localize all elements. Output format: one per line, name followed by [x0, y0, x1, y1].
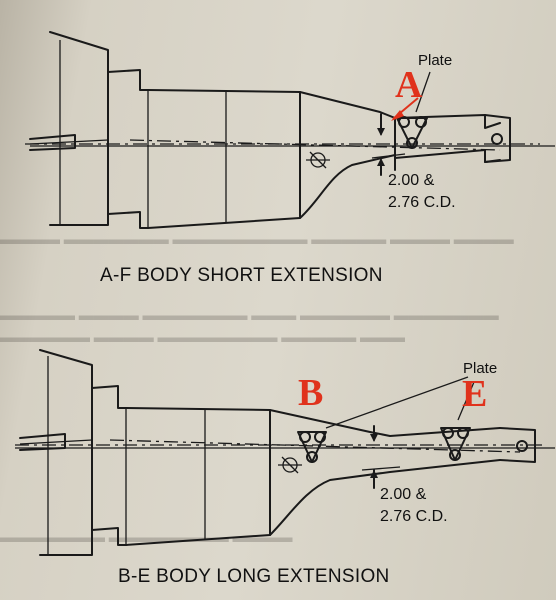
mount-plate-triangle-b — [297, 431, 327, 463]
bellhousing-outline-long — [39, 349, 93, 556]
main-case-outline-long — [91, 385, 271, 546]
plate-leader-line — [415, 71, 431, 113]
output-yoke — [394, 114, 501, 129]
output-yoke-long — [499, 427, 536, 463]
bellhousing-outline — [49, 31, 109, 226]
dimension-line2-bottom: 2.76 C.D. — [380, 508, 448, 525]
red-arrow-a — [391, 110, 404, 121]
u-joint-icon — [516, 440, 528, 452]
caption-top: A-F BODY SHORT EXTENSION — [100, 265, 383, 286]
marker-letter-e: E — [462, 373, 488, 415]
u-joint-icon — [491, 133, 503, 145]
plate-leader-line — [457, 381, 475, 421]
faint-background-text: ▬▬▬▬ ▬▬▬▬▬▬▬ ▬▬▬▬▬▬▬▬▬ ▬▬▬▬▬ ▬▬▬▬ ▬▬▬▬ — [0, 232, 514, 248]
dimension-line1-bottom: 2.00 & — [380, 486, 427, 503]
main-case-outline — [107, 69, 301, 229]
extension-housing-top-long — [269, 409, 501, 437]
dimension-line1-top: 2.00 & — [388, 172, 435, 189]
extension-housing-bottom — [299, 154, 396, 219]
mount-plate-triangle — [396, 117, 428, 149]
faint-background-text: ▬▬▬▬▬▬▬ ▬▬▬▬▬▬▬▬ ▬▬▬▬ — [0, 530, 293, 546]
plate-label-bottom: Plate — [463, 360, 498, 377]
extension-housing-bottom-long — [269, 459, 501, 536]
plate-label-top: Plate — [418, 52, 453, 69]
marker-letter-a: A — [395, 64, 423, 106]
caption-bottom: B-E BODY LONG EXTENSION — [118, 566, 390, 587]
plate-leader-line — [325, 376, 469, 429]
faint-background-text: ▬▬▬▬▬▬ ▬▬▬▬ ▬▬▬▬▬▬▬▬ ▬▬▬▬▬ ▬▬▬ — [0, 330, 405, 346]
mount-plate-triangle-e — [440, 427, 471, 461]
dimension-line2-top: 2.76 C.D. — [388, 194, 456, 211]
marker-letter-b: B — [298, 372, 324, 414]
faint-background-text: ▬▬▬▬▬ ▬▬▬▬ ▬▬▬▬▬▬▬ ▬▬▬ ▬▬▬▬▬▬ ▬▬▬▬▬▬▬ — [0, 308, 499, 324]
